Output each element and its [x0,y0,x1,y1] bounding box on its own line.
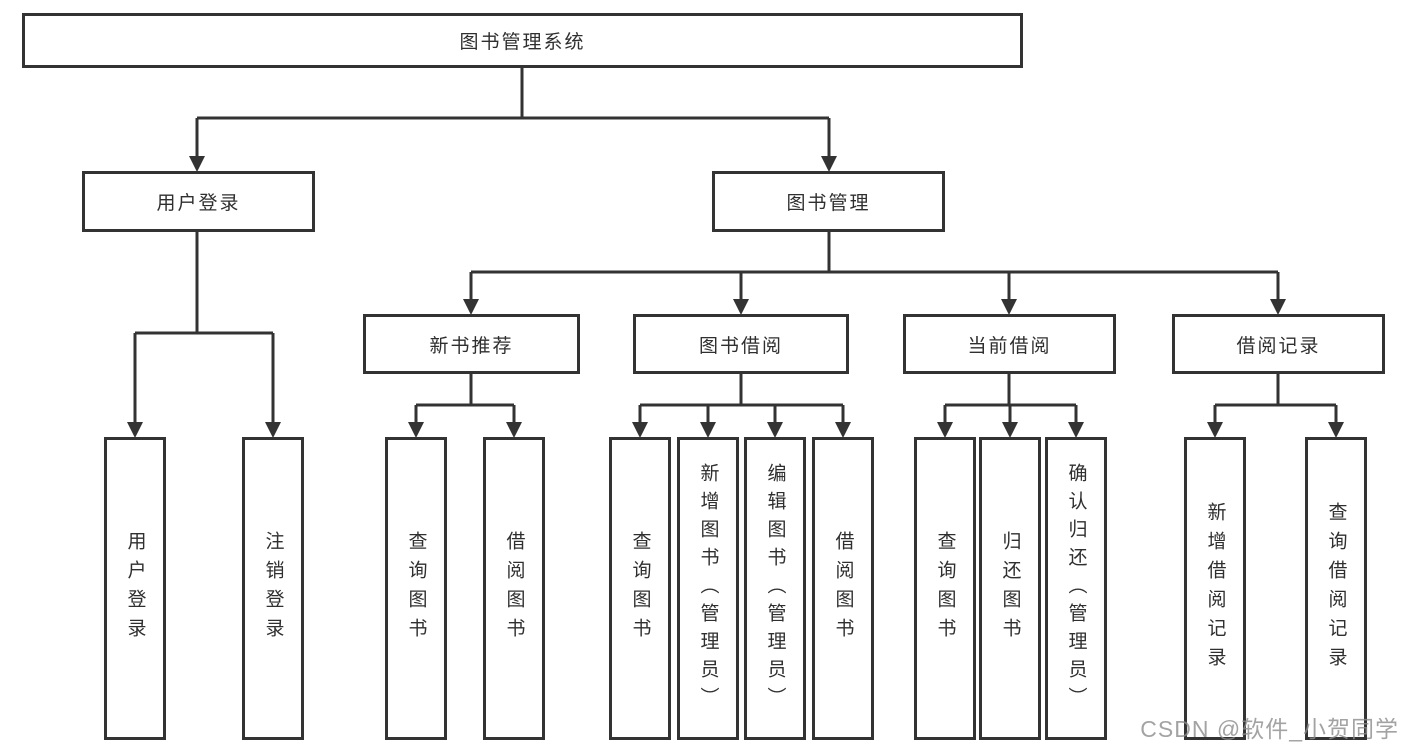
node-label: 借阅图书 [503,530,525,647]
node-label: 新增借阅记录 [1204,501,1226,676]
node-book-borrowing: 图书借阅 [633,314,849,374]
leaf-logout: 注销登录 [242,437,304,740]
connector-userlogin-to-leaves [133,232,275,423]
connector-newbookrec-to-leaves [414,374,516,423]
node-label: 查询图书 [934,530,956,647]
node-label: 图书管理 [786,193,871,214]
node-label: 用户登录 [124,530,146,647]
node-label: 图书借阅 [698,335,783,357]
node-label: 查询图书 [405,530,427,647]
node-current-borrowing: 当前借阅 [903,314,1116,374]
node-system-root: 图书管理系统 [22,13,1023,68]
leaf-query-books-borrowing: 查询图书 [609,437,671,740]
leaf-edit-books-admin: 编辑图书（管理员） [744,437,806,740]
connector-currentborrow-to-leaves [943,374,1078,423]
node-label: 归还图书 [999,530,1021,647]
connector-root-to-level2 [195,68,831,157]
node-user-login: 用户登录 [82,171,315,232]
connector-borrowrecords-to-leaves [1213,374,1338,423]
leaf-confirm-return-admin: 确认归还（管理员） [1045,437,1107,740]
leaf-borrow-books: 借阅图书 [812,437,874,740]
leaf-query-books-recommend: 查询图书 [385,437,447,740]
node-borrowing-records: 借阅记录 [1172,314,1385,374]
node-label: 查询图书 [629,530,651,647]
arrowheads-userlogin-leaves [127,422,281,438]
node-label: 当前借阅 [967,335,1052,357]
arrowheads-leaf-row [408,422,1344,438]
node-label: 新书推荐 [429,335,514,357]
node-label: 编辑图书（管理员） [764,462,786,715]
leaf-borrow-books-recommend: 借阅图书 [483,437,545,740]
leaf-add-borrow-record: 新增借阅记录 [1184,437,1246,740]
leaf-return-books: 归还图书 [979,437,1041,740]
leaf-add-books-admin: 新增图书（管理员） [677,437,739,740]
leaf-query-books-current: 查询图书 [914,437,976,740]
csdn-watermark: CSDN @软件_小贺同学 [1140,716,1399,742]
node-label: 新增图书（管理员） [697,462,719,715]
connector-bookborrow-to-leaves [638,374,845,423]
leaf-user-login: 用户登录 [104,437,166,740]
node-label: 确认归还（管理员） [1065,462,1087,715]
connector-bookmgmt-to-level3 [469,232,1280,300]
node-book-management: 图书管理 [712,171,945,232]
node-label: 借阅记录 [1236,335,1321,357]
node-label: 用户登录 [156,193,241,214]
node-label: 注销登录 [262,530,284,647]
node-label: 图书管理系统 [459,32,586,53]
leaf-query-borrow-record: 查询借阅记录 [1305,437,1367,740]
arrowheads-level3 [463,299,1286,315]
arrowheads-level2 [189,156,837,172]
node-label: 借阅图书 [832,530,854,647]
node-new-book-recommend: 新书推荐 [363,314,580,374]
node-label: 查询借阅记录 [1325,501,1347,676]
